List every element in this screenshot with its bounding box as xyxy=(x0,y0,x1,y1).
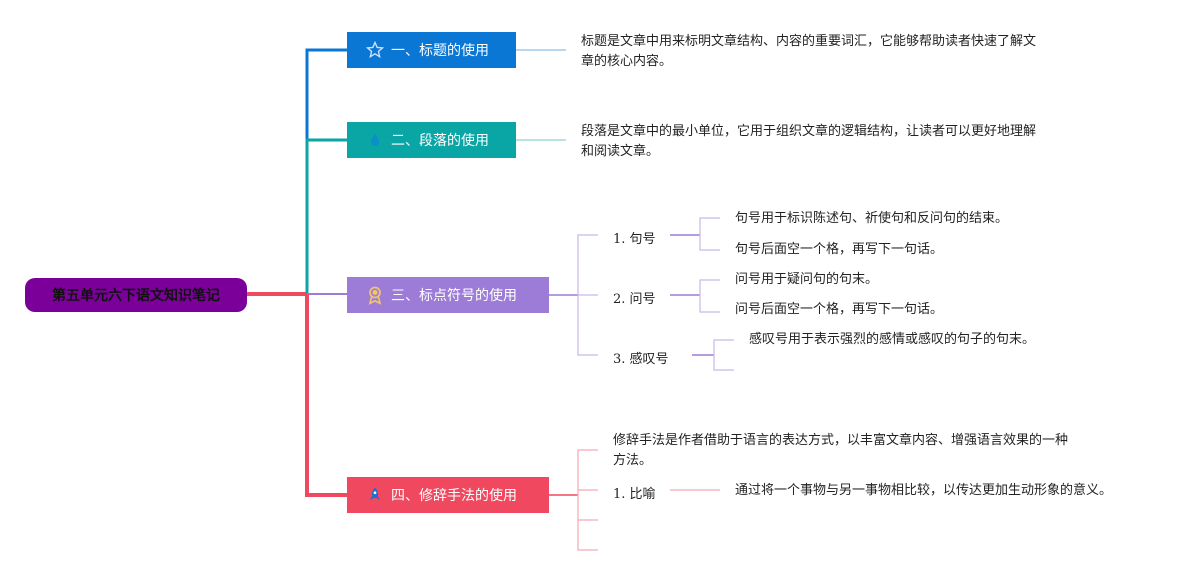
topic-label: 三、标点符号的使用 xyxy=(391,288,517,304)
topic-rhetoric-usage[interactable]: 四、修辞手法的使用 xyxy=(347,477,549,513)
detail-period-1: 句号用于标识陈述句、祈使句和反问句的结束。 xyxy=(735,211,1009,226)
detail-question-2: 问号后面空一个格，再写下一句话。 xyxy=(735,302,944,317)
detail-metaphor-1: 通过将一个事物与另一事物相比较，以传达更加生动形象的意义。 xyxy=(735,483,1113,498)
note-line: 方法。 xyxy=(613,453,653,468)
topic-label: 一、标题的使用 xyxy=(391,43,489,59)
note-paragraph-usage: 段落是文章中的最小单位，它用于组织文章的逻辑结构，让读者可以更好地理解 和阅读文… xyxy=(581,122,1036,162)
topic-title-usage[interactable]: 一、标题的使用 xyxy=(347,32,516,68)
note-line: 段落是文章中的最小单位，它用于组织文章的逻辑结构，让读者可以更好地理解 xyxy=(581,124,1037,139)
detail-exclamation-1: 感叹号用于表示强烈的感情或感叹的句子的句末。 xyxy=(749,332,1036,347)
detail-question-1: 问号用于疑问句的句末。 xyxy=(735,272,879,287)
drop-icon xyxy=(365,130,385,150)
root-topic-label: 第五单元六下语文知识笔记 xyxy=(52,288,220,304)
star-icon xyxy=(365,40,385,60)
topic-label: 二、段落的使用 xyxy=(391,133,489,149)
rocket-icon xyxy=(365,485,385,505)
note-line: 标题是文章中用来标明文章结构、内容的重要词汇，它能够帮助读者快速了解文 xyxy=(581,34,1037,49)
topic-paragraph-usage[interactable]: 二、段落的使用 xyxy=(347,122,516,158)
subtopic-question-mark[interactable]: 2. 问号 xyxy=(613,292,656,307)
topic-punctuation-usage[interactable]: 三、标点符号的使用 xyxy=(347,277,549,313)
note-rhetoric-usage: 修辞手法是作者借助于语言的表达方式，以丰富文章内容、增强语言效果的一种 方法。 xyxy=(613,431,1068,471)
medal-icon xyxy=(365,285,385,305)
note-line: 和阅读文章。 xyxy=(581,144,660,159)
note-line: 章的核心内容。 xyxy=(581,54,673,69)
subtopic-metaphor[interactable]: 1. 比喻 xyxy=(613,487,656,502)
subtopic-period[interactable]: 1. 句号 xyxy=(613,232,656,247)
root-topic[interactable]: 第五单元六下语文知识笔记 xyxy=(25,278,247,312)
topic-label: 四、修辞手法的使用 xyxy=(391,488,517,504)
note-title-usage: 标题是文章中用来标明文章结构、内容的重要词汇，它能够帮助读者快速了解文 章的核心… xyxy=(581,32,1036,72)
subtopic-exclamation[interactable]: 3. 感叹号 xyxy=(613,352,669,367)
detail-period-2: 句号后面空一个格，再写下一句话。 xyxy=(735,242,944,257)
note-line: 修辞手法是作者借助于语言的表达方式，以丰富文章内容、增强语言效果的一种 xyxy=(613,433,1069,448)
